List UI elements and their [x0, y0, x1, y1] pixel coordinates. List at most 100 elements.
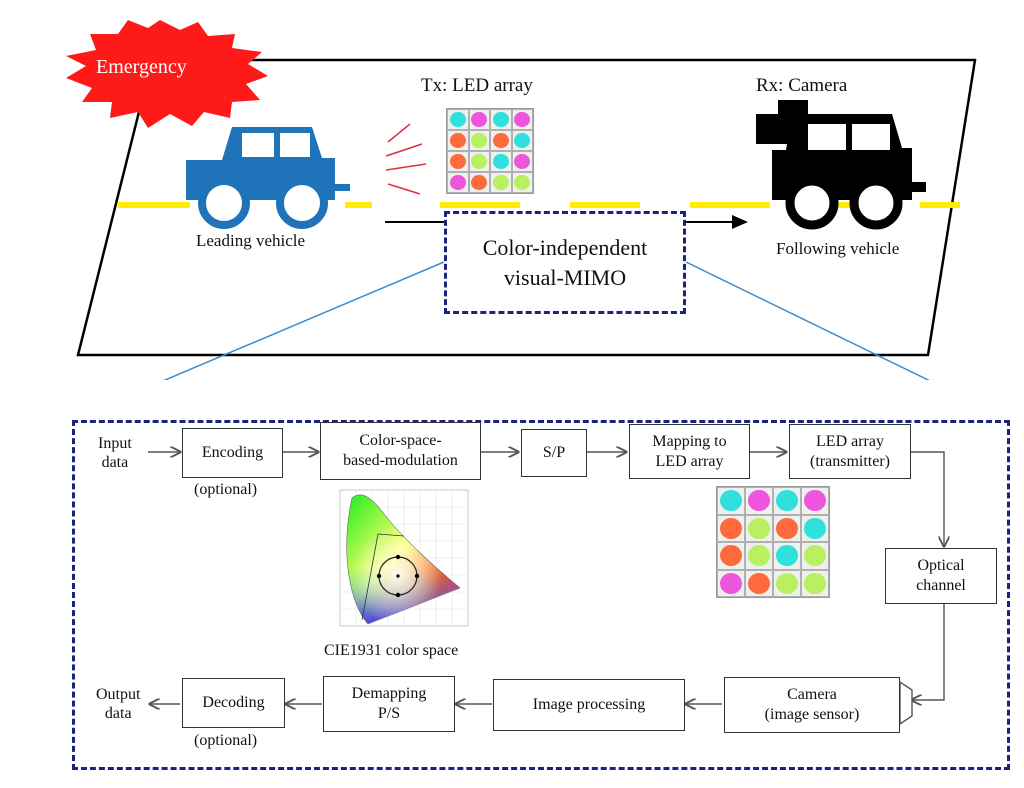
led-cell [447, 130, 469, 151]
led-dot [720, 572, 742, 594]
sp-box: S/P [521, 429, 587, 477]
led-dot [776, 490, 798, 512]
led-dot [492, 111, 509, 128]
led-transmitter-box: LED array(transmitter) [789, 424, 911, 479]
cie1931-diagram [339, 489, 469, 627]
image-processing-box: Image processing [493, 679, 685, 731]
led-dot [748, 545, 770, 567]
led-dot [449, 174, 466, 191]
led-cell [801, 569, 829, 597]
led-cell [468, 151, 490, 172]
led-dot [514, 132, 531, 149]
leading-vehicle-icon [186, 127, 350, 229]
led-dot [804, 517, 826, 539]
led-dot [449, 132, 466, 149]
tx-label: Tx: LED array [421, 75, 533, 96]
led-dot [492, 132, 509, 149]
led-dot [471, 111, 488, 128]
camera-box: Camera(image sensor) [724, 677, 900, 733]
led-cell [717, 487, 745, 515]
led-dot [449, 153, 466, 170]
led-cell [773, 569, 801, 597]
led-dot [776, 517, 798, 539]
led-dot [514, 111, 531, 128]
led-cell [511, 109, 533, 130]
led-cell [801, 487, 829, 515]
led-dot [471, 174, 488, 191]
led-dot [804, 572, 826, 594]
vmimo-box: Color-independent visual-MIMO [444, 211, 686, 314]
led-cell [447, 172, 469, 193]
tx-led-grid [446, 108, 534, 194]
light-rays [385, 123, 427, 195]
system-block-panel [72, 420, 1010, 770]
led-dot [514, 153, 531, 170]
led-cell [468, 109, 490, 130]
rx-label: Rx: Camera [756, 75, 848, 96]
led-cell [745, 514, 773, 542]
emergency-burst-icon [66, 20, 268, 128]
led-cell [773, 487, 801, 515]
led-cell [490, 151, 512, 172]
vmimo-line-2: visual-MIMO [503, 264, 627, 290]
led-dot [720, 490, 742, 512]
led-cell [490, 172, 512, 193]
led-cell [511, 172, 533, 193]
led-cell [447, 151, 469, 172]
led-dot [471, 153, 488, 170]
cie-label: CIE1931 color space [324, 642, 459, 659]
led-cell [468, 172, 490, 193]
vmimo-line-1: Color-independent [482, 234, 648, 260]
led-cell [490, 109, 512, 130]
led-cell [468, 130, 490, 151]
led-dot [776, 572, 798, 594]
led-dot [492, 153, 509, 170]
camera-icon [756, 100, 808, 144]
decoding-box: Decoding [182, 678, 285, 728]
zoom-lines [163, 261, 930, 380]
led-cell [801, 542, 829, 570]
camera-lens-icon [899, 680, 913, 726]
led-dot [471, 132, 488, 149]
led-dot [514, 174, 531, 191]
led-dot [748, 572, 770, 594]
encoding-box: Encoding [182, 428, 283, 478]
led-dot [720, 545, 742, 567]
led-cell [773, 514, 801, 542]
following-vehicle-label: Following vehicle [776, 239, 900, 258]
led-dot [748, 517, 770, 539]
following-vehicle-icon [772, 114, 926, 230]
decoding-optional-note: (optional) [194, 732, 258, 749]
led-cell [447, 109, 469, 130]
led-cell [745, 542, 773, 570]
led-cell [745, 569, 773, 597]
led-dot [776, 545, 798, 567]
modulation-box: Color-space-based-modulation [320, 422, 481, 480]
encoding-optional-note: (optional) [194, 481, 258, 498]
led-cell [511, 151, 533, 172]
scene-svg [66, 20, 977, 380]
led-dot [748, 490, 770, 512]
led-cell [511, 130, 533, 151]
leading-vehicle-label: Leading vehicle [196, 231, 306, 250]
led-cell [745, 487, 773, 515]
led-dot [804, 545, 826, 567]
led-cell [717, 542, 745, 570]
led-dot [720, 517, 742, 539]
led-cell [490, 130, 512, 151]
led-cell [717, 514, 745, 542]
led-cell [773, 542, 801, 570]
led-cell [717, 569, 745, 597]
emergency-label: Emergency [96, 56, 187, 78]
led-dot [804, 490, 826, 512]
flow-led-grid [716, 486, 830, 598]
led-cell [801, 514, 829, 542]
led-dot [449, 111, 466, 128]
led-dot [492, 174, 509, 191]
